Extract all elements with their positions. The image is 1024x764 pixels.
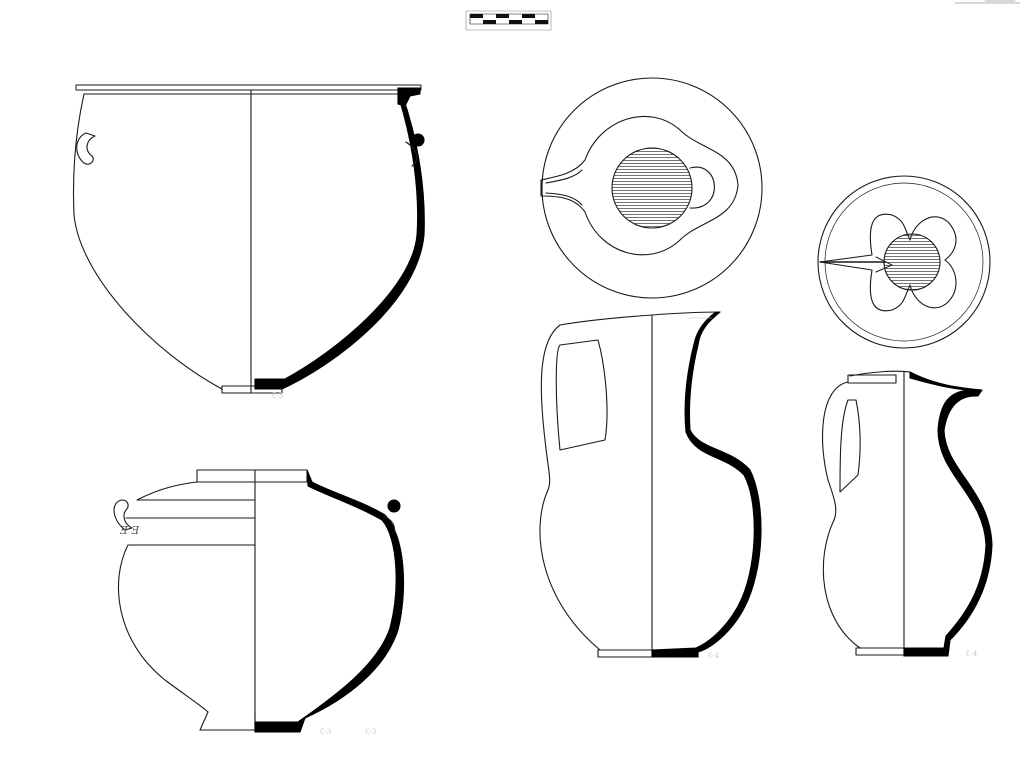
tag-small-oinochoe: Ɛ-4	[966, 650, 978, 658]
oinochoe-top-view	[540, 77, 763, 299]
small-oinochoe-top-view	[817, 175, 991, 349]
tag-stamnos-2: Ɛ-3	[365, 728, 377, 736]
stamnos-drawing	[113, 469, 405, 733]
corner-mark-icon	[954, 0, 1021, 4]
tag-stamnos: Ɛ-3	[320, 728, 332, 736]
scale-bar-icon	[465, 10, 552, 31]
tag-krater: Ɛ-3	[272, 392, 284, 400]
oinochoe-elevation	[539, 311, 762, 658]
small-oinochoe-elevation	[821, 370, 993, 657]
tag-oinochoe: Ɛ-4	[708, 652, 720, 660]
krater-mark: Ǝ Ǝ	[120, 524, 140, 537]
krater-drawing	[72, 84, 425, 394]
